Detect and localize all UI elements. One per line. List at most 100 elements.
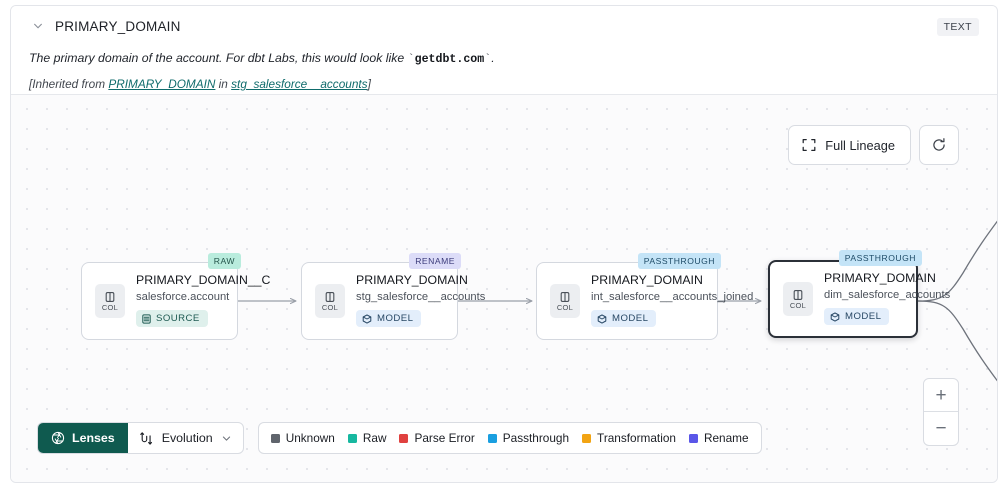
cube-icon bbox=[362, 314, 372, 324]
chevron-down-icon[interactable] bbox=[29, 17, 47, 35]
legend-item-passthrough[interactable]: Passthrough bbox=[487, 431, 570, 445]
column-chip-label: COL bbox=[321, 302, 339, 312]
full-lineage-label: Full Lineage bbox=[825, 137, 895, 153]
column-chip: COL bbox=[783, 282, 813, 316]
column-chip: COL bbox=[95, 284, 125, 318]
lineage-node-raw[interactable]: RAW COL PRIMARY_DOMAIN__C salesforce.acc… bbox=[81, 253, 270, 340]
column-detail-panel: PRIMARY_DOMAIN TEXT The primary domain o… bbox=[10, 5, 998, 483]
inherited-from-line: [Inherited from PRIMARY_DOMAIN in stg_sa… bbox=[29, 77, 979, 91]
page-title: PRIMARY_DOMAIN bbox=[55, 18, 181, 34]
full-lineage-button[interactable]: Full Lineage bbox=[788, 125, 911, 165]
node-kind-badge: RENAME bbox=[409, 253, 461, 269]
lineage-graph: RAW COL PRIMARY_DOMAIN__C salesforce.acc… bbox=[11, 95, 997, 482]
database-icon bbox=[142, 314, 151, 324]
chevron-down-icon bbox=[221, 433, 232, 444]
lenses-button[interactable]: Lenses bbox=[38, 423, 128, 453]
inherited-prefix: [Inherited from bbox=[29, 77, 109, 91]
column-chip: COL bbox=[550, 284, 580, 318]
legend-swatch bbox=[270, 433, 280, 443]
expand-icon bbox=[802, 138, 816, 152]
node-column-name: PRIMARY_DOMAIN bbox=[591, 273, 703, 288]
legend-label: Rename bbox=[703, 431, 749, 445]
lineage-node-rename[interactable]: RENAME COL PRIMARY_DOMAIN stg_salesforce… bbox=[301, 253, 485, 340]
description-text-before: The primary domain of the account. For d… bbox=[29, 51, 408, 65]
evolution-icon bbox=[139, 431, 154, 446]
legend-label: Passthrough bbox=[502, 431, 570, 445]
legend-item-raw[interactable]: Raw bbox=[347, 431, 387, 445]
node-kind-badge: RAW bbox=[207, 253, 241, 269]
evolution-label: Evolution bbox=[161, 431, 213, 445]
lineage-edges bbox=[238, 220, 997, 382]
cube-icon bbox=[597, 314, 607, 324]
evolution-dropdown[interactable]: Evolution bbox=[128, 423, 243, 453]
column-description: The primary domain of the account. For d… bbox=[29, 51, 979, 66]
node-entity-tag: MODEL bbox=[824, 308, 890, 326]
description-code: getdbt.com bbox=[414, 53, 485, 66]
node-body: PRIMARY_DOMAIN int_salesforce__accounts_… bbox=[591, 273, 753, 329]
node-dataset-name: stg_salesforce__accounts bbox=[356, 291, 486, 304]
column-icon bbox=[792, 289, 804, 301]
legend-swatch bbox=[487, 433, 497, 443]
column-icon bbox=[559, 291, 571, 303]
node-entity-tag-label: SOURCE bbox=[156, 313, 200, 325]
column-icon bbox=[324, 291, 336, 303]
node-body: PRIMARY_DOMAIN__C salesforce.account SOU… bbox=[136, 273, 270, 329]
aperture-icon bbox=[51, 431, 65, 445]
zoom-out-button[interactable]: − bbox=[935, 418, 947, 439]
cube-icon bbox=[830, 312, 840, 322]
inherited-suffix: ] bbox=[367, 77, 371, 91]
node-column-name: PRIMARY_DOMAIN bbox=[824, 271, 936, 286]
legend-item-transformation[interactable]: Transformation bbox=[582, 431, 676, 445]
node-entity-tag: MODEL bbox=[591, 310, 657, 328]
legend-item-rename[interactable]: Rename bbox=[688, 431, 749, 445]
node-dataset-name: salesforce.account bbox=[136, 291, 230, 304]
node-body: PRIMARY_DOMAIN stg_salesforce__accounts … bbox=[356, 273, 485, 329]
legend-item-parse-error[interactable]: Parse Error bbox=[399, 431, 475, 445]
refresh-icon bbox=[931, 137, 947, 153]
node-entity-tag-label: MODEL bbox=[612, 313, 649, 325]
inherited-table-link[interactable]: stg_salesforce__accounts bbox=[231, 77, 368, 91]
canvas-controls: Full Lineage bbox=[788, 125, 959, 165]
lineage-node-dim[interactable]: PASSTHROUGH COL PRIMARY_DOMAIN dim_sales… bbox=[768, 250, 950, 338]
inherited-middle: in bbox=[215, 77, 232, 91]
lenses-label: Lenses bbox=[72, 431, 115, 445]
lenses-evolution-group: Lenses Evolution bbox=[37, 422, 244, 454]
column-chip: COL bbox=[315, 284, 345, 318]
legend-swatch bbox=[347, 433, 357, 443]
zoom-controls: + − bbox=[923, 378, 959, 446]
node-dataset-name: int_salesforce__accounts_joined bbox=[591, 291, 754, 304]
refresh-button[interactable] bbox=[919, 125, 959, 165]
legend-swatch bbox=[688, 433, 698, 443]
lineage-legend: Unknown Raw Parse Error Passthrough bbox=[257, 422, 762, 454]
node-body: PRIMARY_DOMAIN dim_salesforce_accounts M… bbox=[824, 271, 950, 327]
column-chip-label: COL bbox=[556, 302, 574, 312]
node-column-name: PRIMARY_DOMAIN bbox=[356, 273, 468, 288]
inherited-column-link[interactable]: PRIMARY_DOMAIN bbox=[108, 77, 216, 91]
legend-swatch bbox=[582, 433, 592, 443]
legend-swatch bbox=[399, 433, 409, 443]
legend-item-unknown[interactable]: Unknown bbox=[270, 431, 335, 445]
column-header-row: PRIMARY_DOMAIN bbox=[29, 6, 979, 40]
column-header: PRIMARY_DOMAIN TEXT The primary domain o… bbox=[11, 6, 997, 94]
node-column-name: PRIMARY_DOMAIN__C bbox=[136, 273, 271, 288]
lineage-canvas[interactable]: Full Lineage + − bbox=[11, 94, 997, 482]
node-kind-badge: PASSTHROUGH bbox=[637, 253, 721, 269]
node-entity-tag-label: MODEL bbox=[845, 311, 882, 323]
backtick-open: ` bbox=[407, 53, 415, 66]
node-dataset-name: dim_salesforce_accounts bbox=[824, 289, 951, 302]
zoom-in-button[interactable]: + bbox=[924, 379, 958, 412]
node-entity-tag-label: MODEL bbox=[377, 313, 414, 325]
node-kind-badge: PASSTHROUGH bbox=[838, 250, 922, 266]
backtick-close: ` bbox=[484, 53, 492, 66]
description-text-after: . bbox=[491, 51, 495, 65]
lineage-node-int[interactable]: PASSTHROUGH COL PRIMARY_DOMAIN int_sales… bbox=[536, 253, 753, 340]
legend-label: Raw bbox=[362, 431, 387, 445]
node-entity-tag: SOURCE bbox=[136, 310, 208, 328]
column-chip-label: COL bbox=[101, 302, 119, 312]
column-icon bbox=[104, 291, 116, 303]
legend-label: Unknown bbox=[285, 431, 335, 445]
status-badge: TEXT bbox=[936, 18, 979, 36]
node-entity-tag: MODEL bbox=[356, 310, 422, 328]
legend-label: Parse Error bbox=[414, 431, 475, 445]
